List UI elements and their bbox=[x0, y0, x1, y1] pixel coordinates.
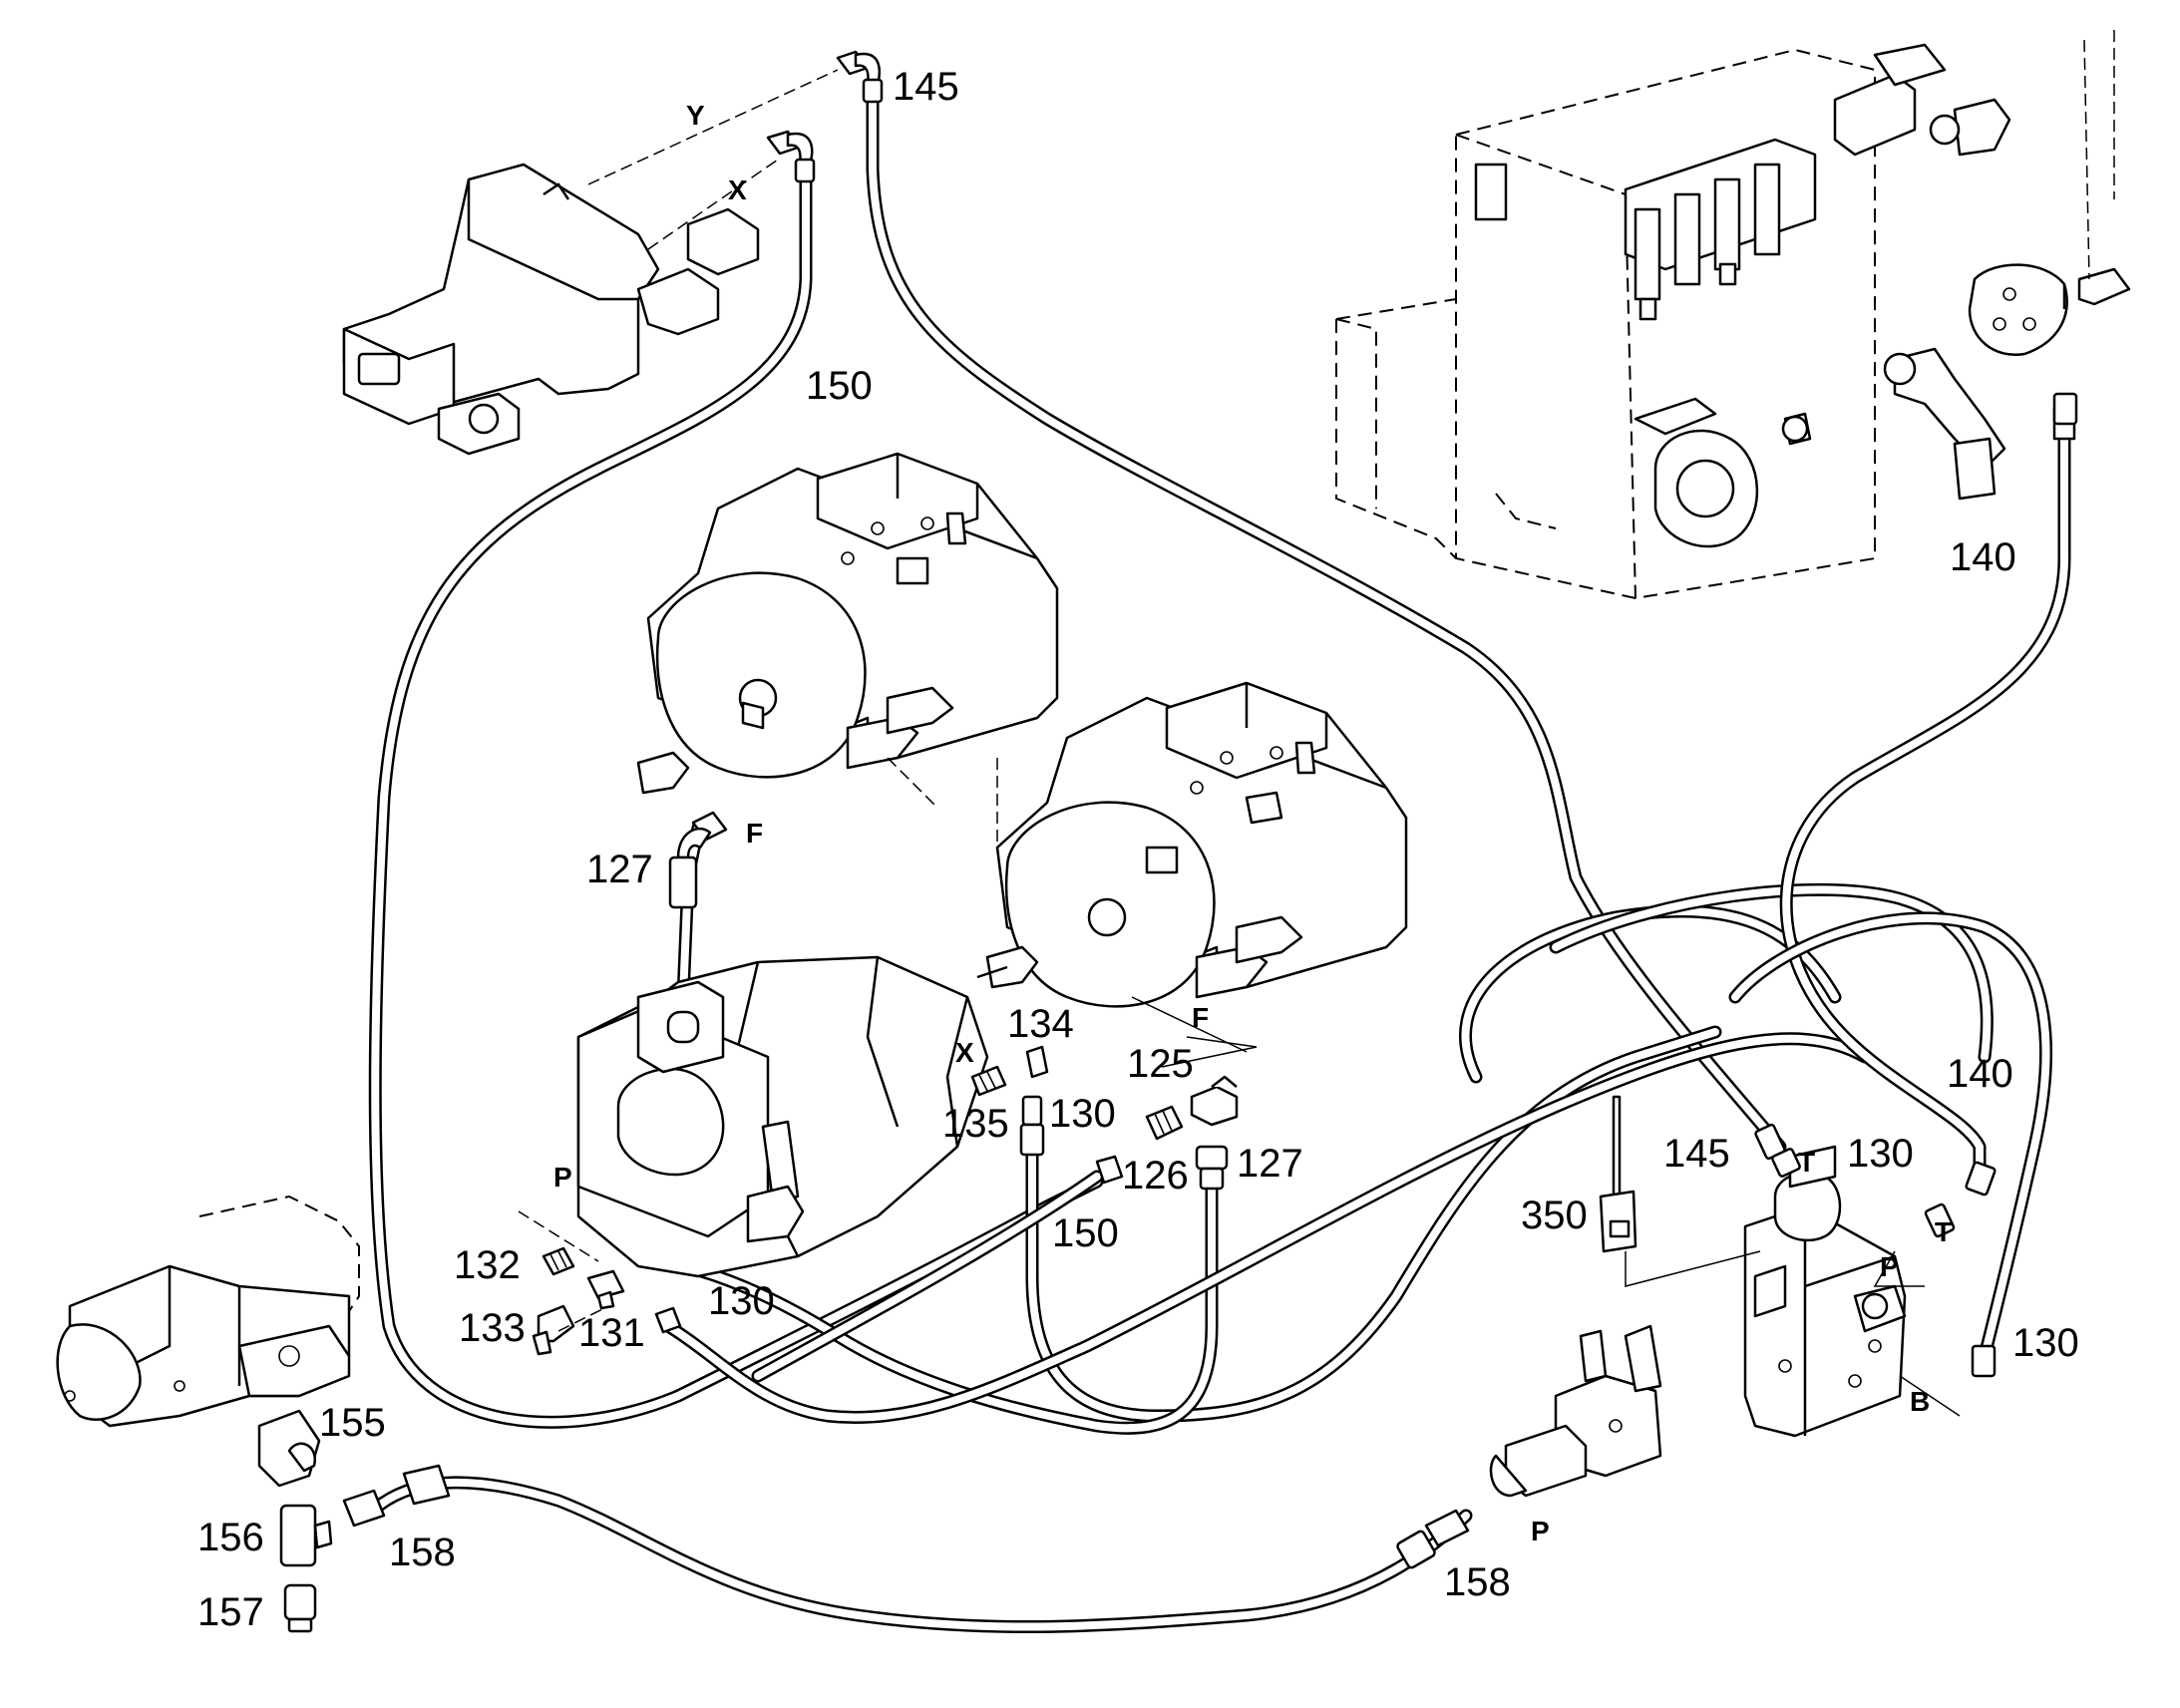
fitting-130-elbow-mid bbox=[1095, 1155, 1124, 1185]
pump-upper bbox=[636, 452, 1059, 848]
callout-127-left: 127 bbox=[586, 848, 653, 891]
fitting-158-right bbox=[1396, 1509, 1470, 1569]
callout-156: 156 bbox=[197, 1516, 264, 1559]
pump-lower bbox=[985, 681, 1408, 1008]
callout-158-right: 158 bbox=[1444, 1560, 1511, 1604]
hydraulic-motor bbox=[576, 955, 1008, 1278]
fitting-127-mid bbox=[1195, 1145, 1229, 1191]
callout-132: 132 bbox=[454, 1243, 521, 1287]
callout-134: 134 bbox=[1007, 1002, 1074, 1046]
fitting-135 bbox=[970, 1065, 1007, 1097]
hose-140 bbox=[1779, 412, 2071, 1194]
hose-140-outer bbox=[1728, 911, 2053, 1363]
callout-125: 125 bbox=[1127, 1042, 1194, 1086]
hose-126 bbox=[751, 1170, 1104, 1383]
callout-140-right: 140 bbox=[1947, 1052, 2013, 1096]
solenoid-valve bbox=[1489, 1324, 1662, 1498]
fitting-126 bbox=[1145, 1105, 1184, 1141]
hose-130-long bbox=[661, 1032, 1872, 1425]
callout-158-left: 158 bbox=[389, 1531, 456, 1574]
callout-145-right: 145 bbox=[1663, 1132, 1730, 1176]
port-p-pump: P bbox=[553, 1162, 572, 1193]
fitting-131 bbox=[586, 1269, 625, 1310]
sensor-350 bbox=[1599, 1095, 1637, 1253]
port-t-valve1: T bbox=[1798, 1147, 1815, 1178]
fitting-130-low bbox=[654, 1306, 682, 1334]
main-valve-block bbox=[1335, 30, 2131, 600]
callout-127-mid: 127 bbox=[1237, 1142, 1303, 1186]
fitting-156 bbox=[279, 1504, 333, 1567]
callout-133: 133 bbox=[459, 1306, 526, 1350]
hose-158 bbox=[372, 1476, 1473, 1634]
port-p-solenoid: P bbox=[1531, 1516, 1550, 1546]
control-valve-top-left bbox=[342, 69, 839, 456]
fitting-134 bbox=[1025, 1045, 1049, 1079]
fitting-145-top bbox=[836, 50, 884, 104]
fitting-x-top bbox=[766, 130, 816, 183]
fitting-130-right2 bbox=[1971, 1344, 1997, 1378]
port-p-valve: P bbox=[1880, 1251, 1899, 1282]
callout-130-low: 130 bbox=[708, 1279, 775, 1323]
callout-numbers: 145 150 140 127 134 125 135 130 126 127 … bbox=[197, 65, 2079, 1634]
callout-350: 350 bbox=[1521, 1194, 1588, 1237]
callout-131: 131 bbox=[578, 1311, 645, 1355]
callout-155: 155 bbox=[319, 1401, 386, 1445]
fitting-132 bbox=[542, 1246, 575, 1276]
port-t-valve2: T bbox=[1935, 1216, 1952, 1247]
fitting-155 bbox=[257, 1409, 321, 1488]
port-letters: Y X F F X P T T P B P bbox=[553, 100, 1952, 1546]
callout-140-top: 140 bbox=[1950, 535, 2016, 579]
fitting-133 bbox=[532, 1304, 575, 1356]
callout-150-mid: 150 bbox=[1052, 1211, 1119, 1255]
port-f-upper: F bbox=[746, 818, 763, 849]
fitting-140-right bbox=[1965, 1161, 1997, 1196]
fitting-125 bbox=[1190, 1075, 1239, 1127]
hose-150-mid bbox=[1025, 1025, 1722, 1423]
hoses bbox=[368, 83, 2071, 1634]
fitting-127-left bbox=[668, 811, 728, 909]
fitting-130-right1 bbox=[1924, 1202, 1956, 1238]
hose-150 bbox=[368, 163, 1104, 1429]
gear-pump bbox=[56, 1195, 360, 1428]
port-b-valve: B bbox=[1910, 1386, 1930, 1417]
fittings bbox=[257, 50, 2078, 1633]
callout-130-right2: 130 bbox=[2012, 1321, 2079, 1365]
fitting-130-mid bbox=[1019, 1095, 1045, 1157]
hose-145 bbox=[866, 83, 1787, 1154]
callout-130-mid: 130 bbox=[1049, 1092, 1116, 1136]
port-x-mid: X bbox=[955, 1037, 974, 1068]
port-f-lower: F bbox=[1192, 1002, 1209, 1033]
callout-150-top: 150 bbox=[806, 364, 873, 408]
callout-135: 135 bbox=[942, 1102, 1009, 1146]
port-x-top: X bbox=[728, 174, 747, 205]
fitting-140-top bbox=[2052, 392, 2078, 426]
fitting-158-left bbox=[342, 1464, 451, 1528]
callout-157: 157 bbox=[197, 1590, 264, 1634]
pressure-valve bbox=[1743, 1145, 1907, 1438]
fitting-145-right bbox=[1754, 1123, 1801, 1178]
callout-130-right1: 130 bbox=[1847, 1132, 1914, 1176]
leader-lines bbox=[518, 996, 1961, 1417]
callout-145-top: 145 bbox=[893, 65, 959, 109]
fitting-157 bbox=[283, 1583, 317, 1633]
callout-126: 126 bbox=[1122, 1154, 1189, 1197]
port-y: Y bbox=[686, 100, 705, 131]
